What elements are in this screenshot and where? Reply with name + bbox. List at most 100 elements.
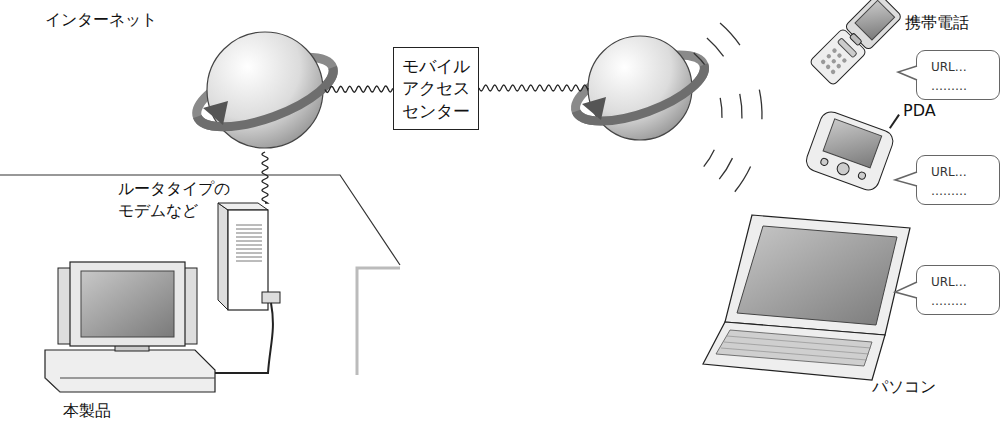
room-outline <box>0 175 400 265</box>
network-link <box>262 85 588 203</box>
cable <box>205 303 273 373</box>
laptop <box>703 215 910 380</box>
node-text: URL… <box>931 273 999 292</box>
mobile-phone <box>809 0 902 86</box>
mobile-phone <box>844 0 902 51</box>
router-modem <box>236 245 262 246</box>
node-text: ……… <box>931 182 999 201</box>
router-modem <box>236 233 262 234</box>
ring-arrowhead <box>582 97 606 120</box>
pc-product <box>45 350 215 392</box>
radio-waves <box>704 150 715 167</box>
router-modem <box>236 253 262 254</box>
globe-ring-front <box>188 43 341 141</box>
radio-waves <box>735 167 751 192</box>
node-text: ……… <box>931 77 999 96</box>
radio-waves <box>759 90 762 120</box>
url-callout: URL………… <box>916 50 1000 100</box>
network-link <box>262 152 268 203</box>
laptop <box>716 330 872 366</box>
router-modem <box>262 292 280 303</box>
pda <box>823 119 882 168</box>
globe-shape <box>207 32 323 148</box>
pc-product <box>81 271 174 337</box>
radio-waves <box>720 23 740 45</box>
mobile-phone <box>825 64 831 70</box>
ring-arrowhead <box>203 101 228 125</box>
room-outline <box>0 175 400 375</box>
callout-tail <box>895 172 917 186</box>
mobile-phone <box>841 57 847 63</box>
node-text: URL… <box>931 58 999 77</box>
mobile-phone <box>826 53 832 59</box>
router-modem <box>218 203 280 310</box>
router-modem <box>218 203 268 210</box>
pc-product <box>70 262 185 346</box>
router-modem <box>236 225 262 261</box>
device-label: 携帯電話 <box>905 12 1002 34</box>
laptop <box>724 342 869 354</box>
device-label: ルータタイプの モデムなど <box>118 178 240 223</box>
device-label: PDA <box>903 100 963 122</box>
laptop <box>721 348 867 360</box>
pda <box>890 113 899 129</box>
url-callout: URL………… <box>916 155 1000 205</box>
radio-waves <box>740 94 742 119</box>
callout-tail <box>895 282 917 298</box>
pda <box>857 171 866 180</box>
radio-waves <box>707 38 724 56</box>
mobile-phone <box>831 58 837 64</box>
pda <box>820 157 829 166</box>
globe-ring-front <box>568 57 713 135</box>
pc-product <box>184 268 197 344</box>
room-outline <box>357 268 400 375</box>
device-label: パソコン <box>872 376 972 398</box>
node-text: URL… <box>931 163 999 182</box>
callout-tail <box>895 66 918 298</box>
radio-waves <box>694 23 762 192</box>
callout-tail <box>895 172 918 186</box>
pc-product <box>45 378 60 392</box>
callout-tail <box>898 66 917 80</box>
radio-waves <box>720 98 722 118</box>
node-text: インターネット <box>45 10 157 31</box>
pc-product <box>60 378 215 379</box>
mobile-phone <box>830 69 836 75</box>
mobile-phone <box>836 63 842 69</box>
mobile-phone <box>836 52 842 58</box>
globe-ring-front <box>568 41 713 134</box>
globe-shape <box>205 30 325 150</box>
router-modem <box>236 225 262 226</box>
radio-waves <box>694 53 707 68</box>
node-text: ……… <box>931 292 999 311</box>
network-link <box>325 86 393 93</box>
router-modem <box>218 203 228 310</box>
router-modem <box>236 229 262 230</box>
router-modem <box>236 249 262 250</box>
pda <box>803 109 896 193</box>
radio-waves <box>719 158 732 179</box>
mobile-phone <box>855 0 895 40</box>
router-modem <box>236 241 262 242</box>
pc-product <box>45 262 215 392</box>
laptop <box>725 215 910 335</box>
mobile-globe <box>568 36 713 140</box>
callout-tail <box>898 66 918 80</box>
pda <box>803 90 902 193</box>
laptop <box>703 322 885 380</box>
access-center-box: モバイル アクセス センター <box>393 47 479 130</box>
laptop <box>727 336 871 348</box>
mobile-phone <box>849 33 862 46</box>
cable <box>205 303 273 373</box>
router-modem <box>236 237 262 238</box>
mobile-phone <box>820 59 826 65</box>
internet-globe: インターネット <box>205 30 325 150</box>
mobile-phone <box>831 47 837 53</box>
node-text: モバイル アクセス センター <box>394 55 478 121</box>
globe-ring-front <box>188 61 341 141</box>
illustration-front <box>325 86 393 93</box>
laptop <box>737 226 897 325</box>
product-label: 本製品 <box>63 400 143 422</box>
url-callout: URL………… <box>916 265 1000 315</box>
